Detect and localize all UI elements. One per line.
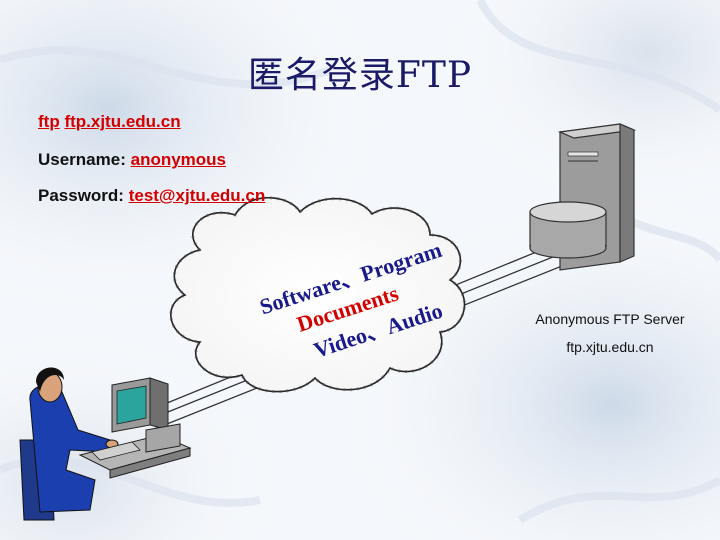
username-label: Username:: [38, 150, 131, 169]
ftp-command: ftp ftp.xjtu.edu.cn: [38, 112, 181, 132]
password-value: test@xjtu.edu.cn: [129, 186, 266, 205]
cloud-icon: [171, 198, 465, 392]
password-line: Password: test@xjtu.edu.cn: [38, 186, 265, 206]
ftp-prefix: ftp: [38, 112, 60, 131]
database-disk-icon: [530, 202, 606, 258]
ftp-host-link[interactable]: ftp.xjtu.edu.cn: [64, 112, 180, 131]
page-title: 匿名登录FTP: [0, 46, 720, 98]
username-value: anonymous: [131, 150, 226, 169]
password-label: Password:: [38, 186, 129, 205]
server-host-label: ftp.xjtu.edu.cn: [510, 339, 710, 355]
username-line: Username: anonymous: [38, 150, 226, 170]
server-name-label: Anonymous FTP Server: [510, 311, 710, 327]
